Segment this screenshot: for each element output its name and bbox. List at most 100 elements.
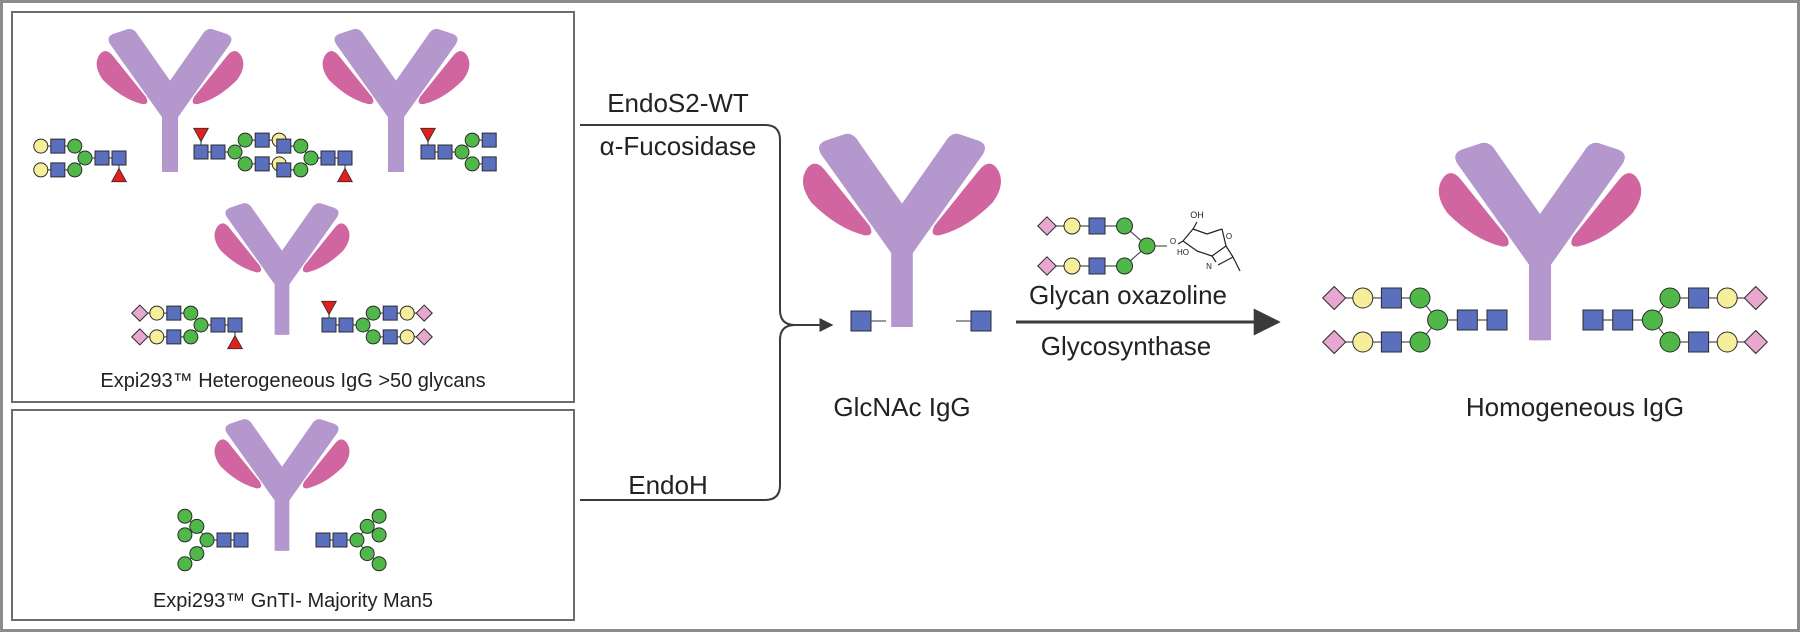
mannose-circle xyxy=(365,329,381,345)
glcnac-square xyxy=(1380,331,1402,353)
heterogeneous-igg-label: Expi293™ Heterogeneous IgG >50 glycans xyxy=(100,370,485,392)
oxazoline-bond xyxy=(1221,228,1227,247)
fucose-triangle xyxy=(226,334,244,350)
mannose-circle xyxy=(183,329,199,345)
mannose-circle xyxy=(464,156,480,172)
fucose-triangle xyxy=(419,127,437,143)
glcnac-square xyxy=(1380,287,1402,309)
glcnac-square xyxy=(382,305,398,321)
glcnac-square xyxy=(970,310,992,332)
galactose-circle xyxy=(149,305,165,321)
oxazoline-chemical-structure xyxy=(1177,221,1241,272)
gnti-igg-label: Expi293™ GnTI- Majority Man5 xyxy=(153,590,433,612)
glycosynthase-label: Glycosynthase xyxy=(1041,331,1212,361)
antibody-layer xyxy=(96,28,1642,551)
oxazoline-ho-label: HO xyxy=(1177,248,1189,257)
antibody-glcnac xyxy=(802,133,1002,327)
sialic-acid-diamond xyxy=(131,304,149,322)
glcnac-square xyxy=(166,305,182,321)
light-chain-right xyxy=(932,163,1002,236)
oxazoline-bond xyxy=(1211,245,1227,257)
oxazoline-bond xyxy=(1232,256,1241,272)
sialic-acid-diamond xyxy=(1743,285,1769,311)
glcnac-square xyxy=(1456,309,1478,331)
glcnac-square xyxy=(50,162,66,178)
heavy-chain-right xyxy=(274,203,339,335)
mannose-circle xyxy=(193,317,209,333)
glcnac-square xyxy=(315,532,331,548)
endos2-connector xyxy=(580,124,796,326)
glcnac-square xyxy=(254,156,270,172)
galactose-circle xyxy=(1352,331,1374,353)
mannose-circle xyxy=(227,144,243,160)
homogeneous-igg-label: Homogeneous IgG xyxy=(1466,392,1684,422)
mannose-circle xyxy=(371,527,387,543)
mannose-circle xyxy=(1641,309,1663,331)
antibody-gnti xyxy=(214,419,350,551)
oxazoline-bond xyxy=(1192,228,1208,235)
heavy-chain-right xyxy=(891,133,985,327)
heavy-chain-right xyxy=(274,419,339,551)
mannose-circle xyxy=(359,518,375,534)
glcnac-square xyxy=(233,532,249,548)
glcnac-square xyxy=(437,144,453,160)
mannose-circle xyxy=(183,305,199,321)
oxazoline-bond xyxy=(1192,221,1198,230)
glcnac-square xyxy=(321,317,337,333)
mannose-circle xyxy=(303,150,319,166)
glcnac-square xyxy=(111,150,127,166)
galactose-circle xyxy=(399,329,415,345)
oxazoline-bond xyxy=(1225,245,1234,258)
glcnac-square xyxy=(382,329,398,345)
galactose-circle xyxy=(1352,287,1374,309)
oxazoline-bond xyxy=(1211,255,1217,263)
fucose-triangle xyxy=(336,167,354,183)
light-chain-left xyxy=(1438,173,1509,247)
mannose-circle xyxy=(371,556,387,572)
mannose-circle xyxy=(1409,287,1431,309)
galactose-circle xyxy=(1716,331,1738,353)
mannose-circle xyxy=(189,546,205,562)
endoh-connector xyxy=(580,324,796,501)
antibody-homogeneous xyxy=(1438,142,1642,341)
light-chain-right xyxy=(302,439,350,489)
light-chain-left xyxy=(214,439,262,489)
light-chain-left xyxy=(322,50,374,105)
glcnac-square xyxy=(254,132,270,148)
heavy-chain-left xyxy=(225,419,290,551)
heavy-chain-right xyxy=(162,28,232,172)
mannose-circle xyxy=(293,138,309,154)
glcnac-square xyxy=(1582,309,1604,331)
light-chain-right xyxy=(418,50,470,105)
light-chain-left xyxy=(802,163,872,236)
mannose-circle xyxy=(237,132,253,148)
mannose-circle xyxy=(177,556,193,572)
fucose-triangle xyxy=(110,167,128,183)
mannose-circle xyxy=(454,144,470,160)
sialic-acid-diamond xyxy=(415,328,433,346)
oxazoline-n-label: N xyxy=(1206,262,1212,271)
light-chain-left xyxy=(96,50,148,105)
glcnac-square xyxy=(1688,331,1710,353)
glcnac-igg-label: GlcNAc IgG xyxy=(833,392,970,422)
glcnac-square xyxy=(332,532,348,548)
glcnac-square xyxy=(210,144,226,160)
galactose-circle xyxy=(1716,287,1738,309)
oxazoline-bond xyxy=(1217,256,1234,266)
mannose-circle xyxy=(237,156,253,172)
glcnac-square xyxy=(1088,257,1106,275)
glcnac-square xyxy=(193,144,209,160)
mannose-circle xyxy=(189,518,205,534)
galactose-circle xyxy=(149,329,165,345)
glcnac-square xyxy=(1486,309,1508,331)
mannose-circle xyxy=(365,305,381,321)
glycan-oxazoline-label: Glycan oxazoline xyxy=(1029,280,1227,310)
glcnac-square xyxy=(481,156,497,172)
mannose-circle xyxy=(199,532,215,548)
oxazoline-bond xyxy=(1182,240,1198,252)
fucosidase-label: α-Fucosidase xyxy=(600,131,757,161)
glcnac-square xyxy=(216,532,232,548)
mannose-circle xyxy=(1659,331,1681,353)
antibody-heterogeneous-1 xyxy=(96,28,244,172)
